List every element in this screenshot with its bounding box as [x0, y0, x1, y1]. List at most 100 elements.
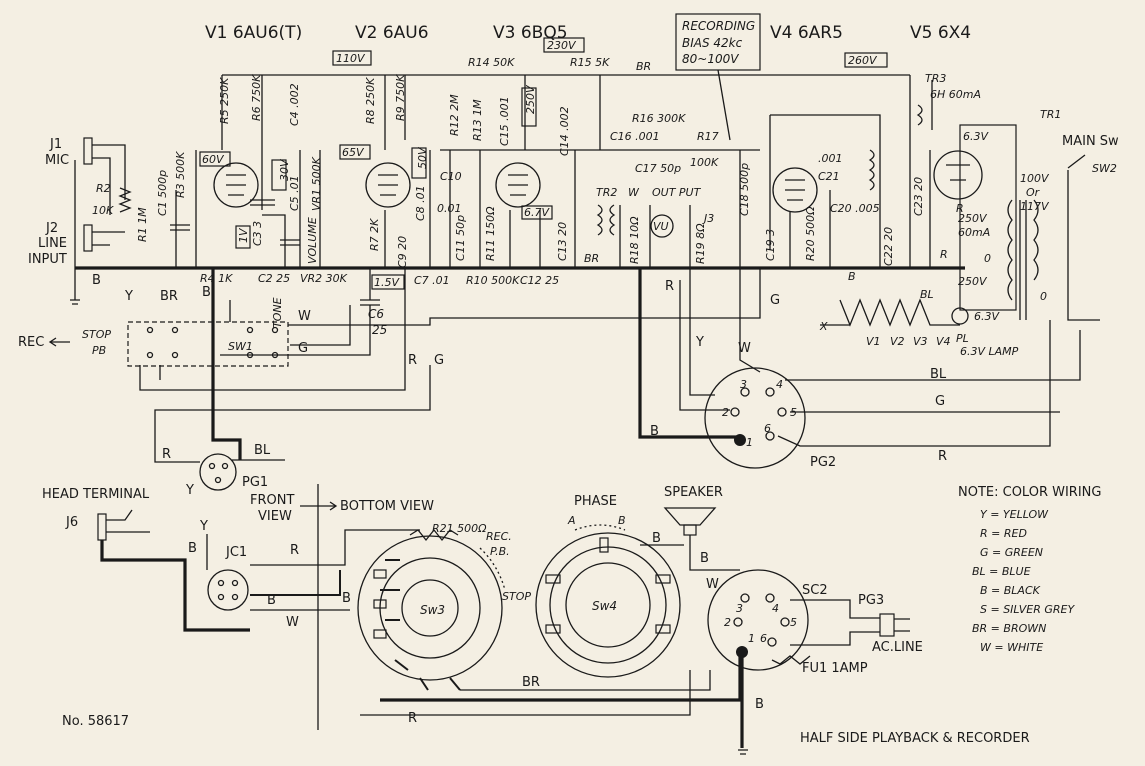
rec-pb-switch-sw1: REC STOP PB SW1	[18, 321, 289, 367]
svg-text:C20 .005: C20 .005	[830, 202, 880, 215]
svg-text:B: B	[92, 273, 101, 288]
svg-text:G: G	[434, 353, 444, 368]
svg-text:W: W	[738, 341, 751, 356]
svg-text:250V: 250V	[524, 84, 537, 114]
svg-text:B: B	[618, 514, 626, 527]
svg-text:117V: 117V	[1020, 200, 1050, 213]
svg-text:SW2: SW2	[1092, 162, 1117, 175]
svg-text:B: B	[652, 531, 661, 546]
svg-text:R17: R17	[697, 130, 719, 143]
svg-text:R15 5K: R15 5K	[570, 56, 610, 69]
svg-text:PL: PL	[956, 332, 969, 345]
svg-text:R10 500K: R10 500K	[466, 274, 520, 287]
svg-text:6.3V: 6.3V	[963, 130, 989, 143]
svg-text:PG3: PG3	[858, 593, 884, 608]
svg-text:R19 8Ω: R19 8Ω	[694, 223, 707, 264]
svg-text:R: R	[938, 449, 947, 464]
svg-text:C22 20: C22 20	[882, 227, 895, 266]
svg-text:4: 4	[772, 602, 779, 615]
svg-text:65V: 65V	[342, 146, 365, 159]
svg-text:C10: C10	[440, 170, 462, 183]
switch-sw3: Sw3 R21 500Ω REC. P.B. STOP	[357, 522, 531, 691]
svg-text:TR3: TR3	[925, 72, 946, 85]
recording-bias-note: RECORDING BIAS 42kc 80~100V	[675, 13, 761, 141]
svg-text:C5 .01: C5 .01	[288, 175, 301, 211]
svg-text:80~100V: 80~100V	[682, 52, 739, 66]
svg-text:1.5V: 1.5V	[374, 276, 400, 289]
svg-text:VOLUME: VOLUME	[306, 217, 319, 264]
svg-text:B: B	[650, 424, 659, 439]
svg-text:PG1: PG1	[242, 475, 268, 490]
svg-text:B: B	[188, 541, 197, 556]
svg-text:Y = YELLOW: Y = YELLOW	[980, 508, 1049, 521]
svg-text:100K: 100K	[690, 156, 719, 169]
svg-text:R21 500Ω: R21 500Ω	[432, 522, 487, 535]
svg-text:0: 0	[984, 252, 991, 265]
svg-text:SPEAKER: SPEAKER	[664, 485, 723, 500]
svg-text:R: R	[940, 248, 948, 261]
svg-text:C18 500p: C18 500p	[738, 163, 751, 216]
svg-text:A: A	[567, 514, 576, 527]
svg-text:REC.: REC.	[486, 530, 512, 543]
svg-text:6.7V: 6.7V	[524, 206, 550, 219]
svg-text:1V: 1V	[237, 227, 250, 243]
svg-text:250V: 250V	[958, 212, 988, 225]
svg-text:4: 4	[776, 378, 783, 391]
svg-text:INPUT: INPUT	[28, 252, 67, 267]
svg-text:G: G	[298, 341, 308, 356]
svg-text:R3 500K: R3 500K	[174, 151, 187, 198]
svg-text:Sw4: Sw4	[592, 599, 617, 613]
svg-text:Y: Y	[695, 335, 704, 350]
svg-text:JC1: JC1	[225, 545, 247, 560]
svg-text:STOP: STOP	[82, 328, 111, 341]
svg-text:R12 2M: R12 2M	[448, 94, 461, 136]
svg-text:B = BLACK: B = BLACK	[980, 584, 1041, 597]
svg-text:Y: Y	[185, 483, 194, 498]
svg-text:6H 60mA: 6H 60mA	[930, 88, 981, 101]
svg-text:25: 25	[372, 323, 387, 337]
svg-text:B: B	[700, 551, 709, 566]
svg-text:R18 10Ω: R18 10Ω	[628, 216, 641, 264]
svg-text:R20 500Ω: R20 500Ω	[804, 206, 817, 261]
speaker-icon: SPEAKER B B W	[640, 485, 740, 592]
svg-text:C23 20: C23 20	[912, 177, 925, 216]
svg-text:C4 .002: C4 .002	[288, 83, 301, 126]
tube-label-v4: V4 6AR5	[770, 23, 843, 43]
svg-text:BR: BR	[522, 675, 540, 690]
svg-text:V1: V1	[866, 335, 881, 348]
svg-text:R7 2K: R7 2K	[368, 218, 381, 251]
switch-sw4: Sw4 PHASE A B	[535, 494, 681, 678]
color-wiring-note: NOTE: COLOR WIRING Y = YELLOW R = RED G …	[958, 485, 1101, 654]
svg-text:W: W	[706, 577, 719, 592]
svg-text:REC: REC	[18, 335, 44, 350]
svg-text:BR: BR	[584, 252, 599, 265]
svg-text:R: R	[665, 279, 674, 294]
svg-text:V4: V4	[936, 335, 951, 348]
svg-text:PHASE: PHASE	[574, 494, 617, 509]
svg-text:BL: BL	[254, 443, 271, 458]
vu-meter: VU	[650, 214, 674, 238]
svg-text:10K: 10K	[92, 204, 114, 217]
tube-v3	[495, 162, 541, 208]
svg-text:HEAD TERMINAL: HEAD TERMINAL	[42, 487, 150, 502]
svg-text:R1 1M: R1 1M	[136, 207, 149, 242]
svg-text:J3: J3	[702, 212, 714, 225]
svg-text:3: 3	[740, 378, 747, 391]
svg-text:FRONT: FRONT	[250, 493, 294, 508]
svg-text:100V: 100V	[1020, 172, 1050, 185]
svg-text:BL: BL	[920, 288, 934, 301]
svg-text:G: G	[935, 394, 945, 409]
svg-text:C13 20: C13 20	[556, 222, 569, 261]
svg-text:V2: V2	[890, 335, 905, 348]
svg-text:R13 1M: R13 1M	[471, 99, 484, 141]
svg-text:MAIN Sw: MAIN Sw	[1062, 134, 1119, 149]
svg-text:R5 250K: R5 250K	[218, 77, 231, 124]
line-input-jack-j2: J2 LINE INPUT	[28, 160, 125, 305]
svg-text:C19 3: C19 3	[764, 229, 777, 261]
svg-text:RECORDING: RECORDING	[682, 19, 755, 33]
svg-text:110V: 110V	[336, 52, 366, 65]
svg-text:6: 6	[760, 632, 767, 645]
plug-pg2: 1 2 3 4 5 6 PG2 BL G R	[704, 320, 1081, 470]
svg-text:R: R	[290, 543, 299, 558]
svg-text:R16 300K: R16 300K	[632, 112, 686, 125]
